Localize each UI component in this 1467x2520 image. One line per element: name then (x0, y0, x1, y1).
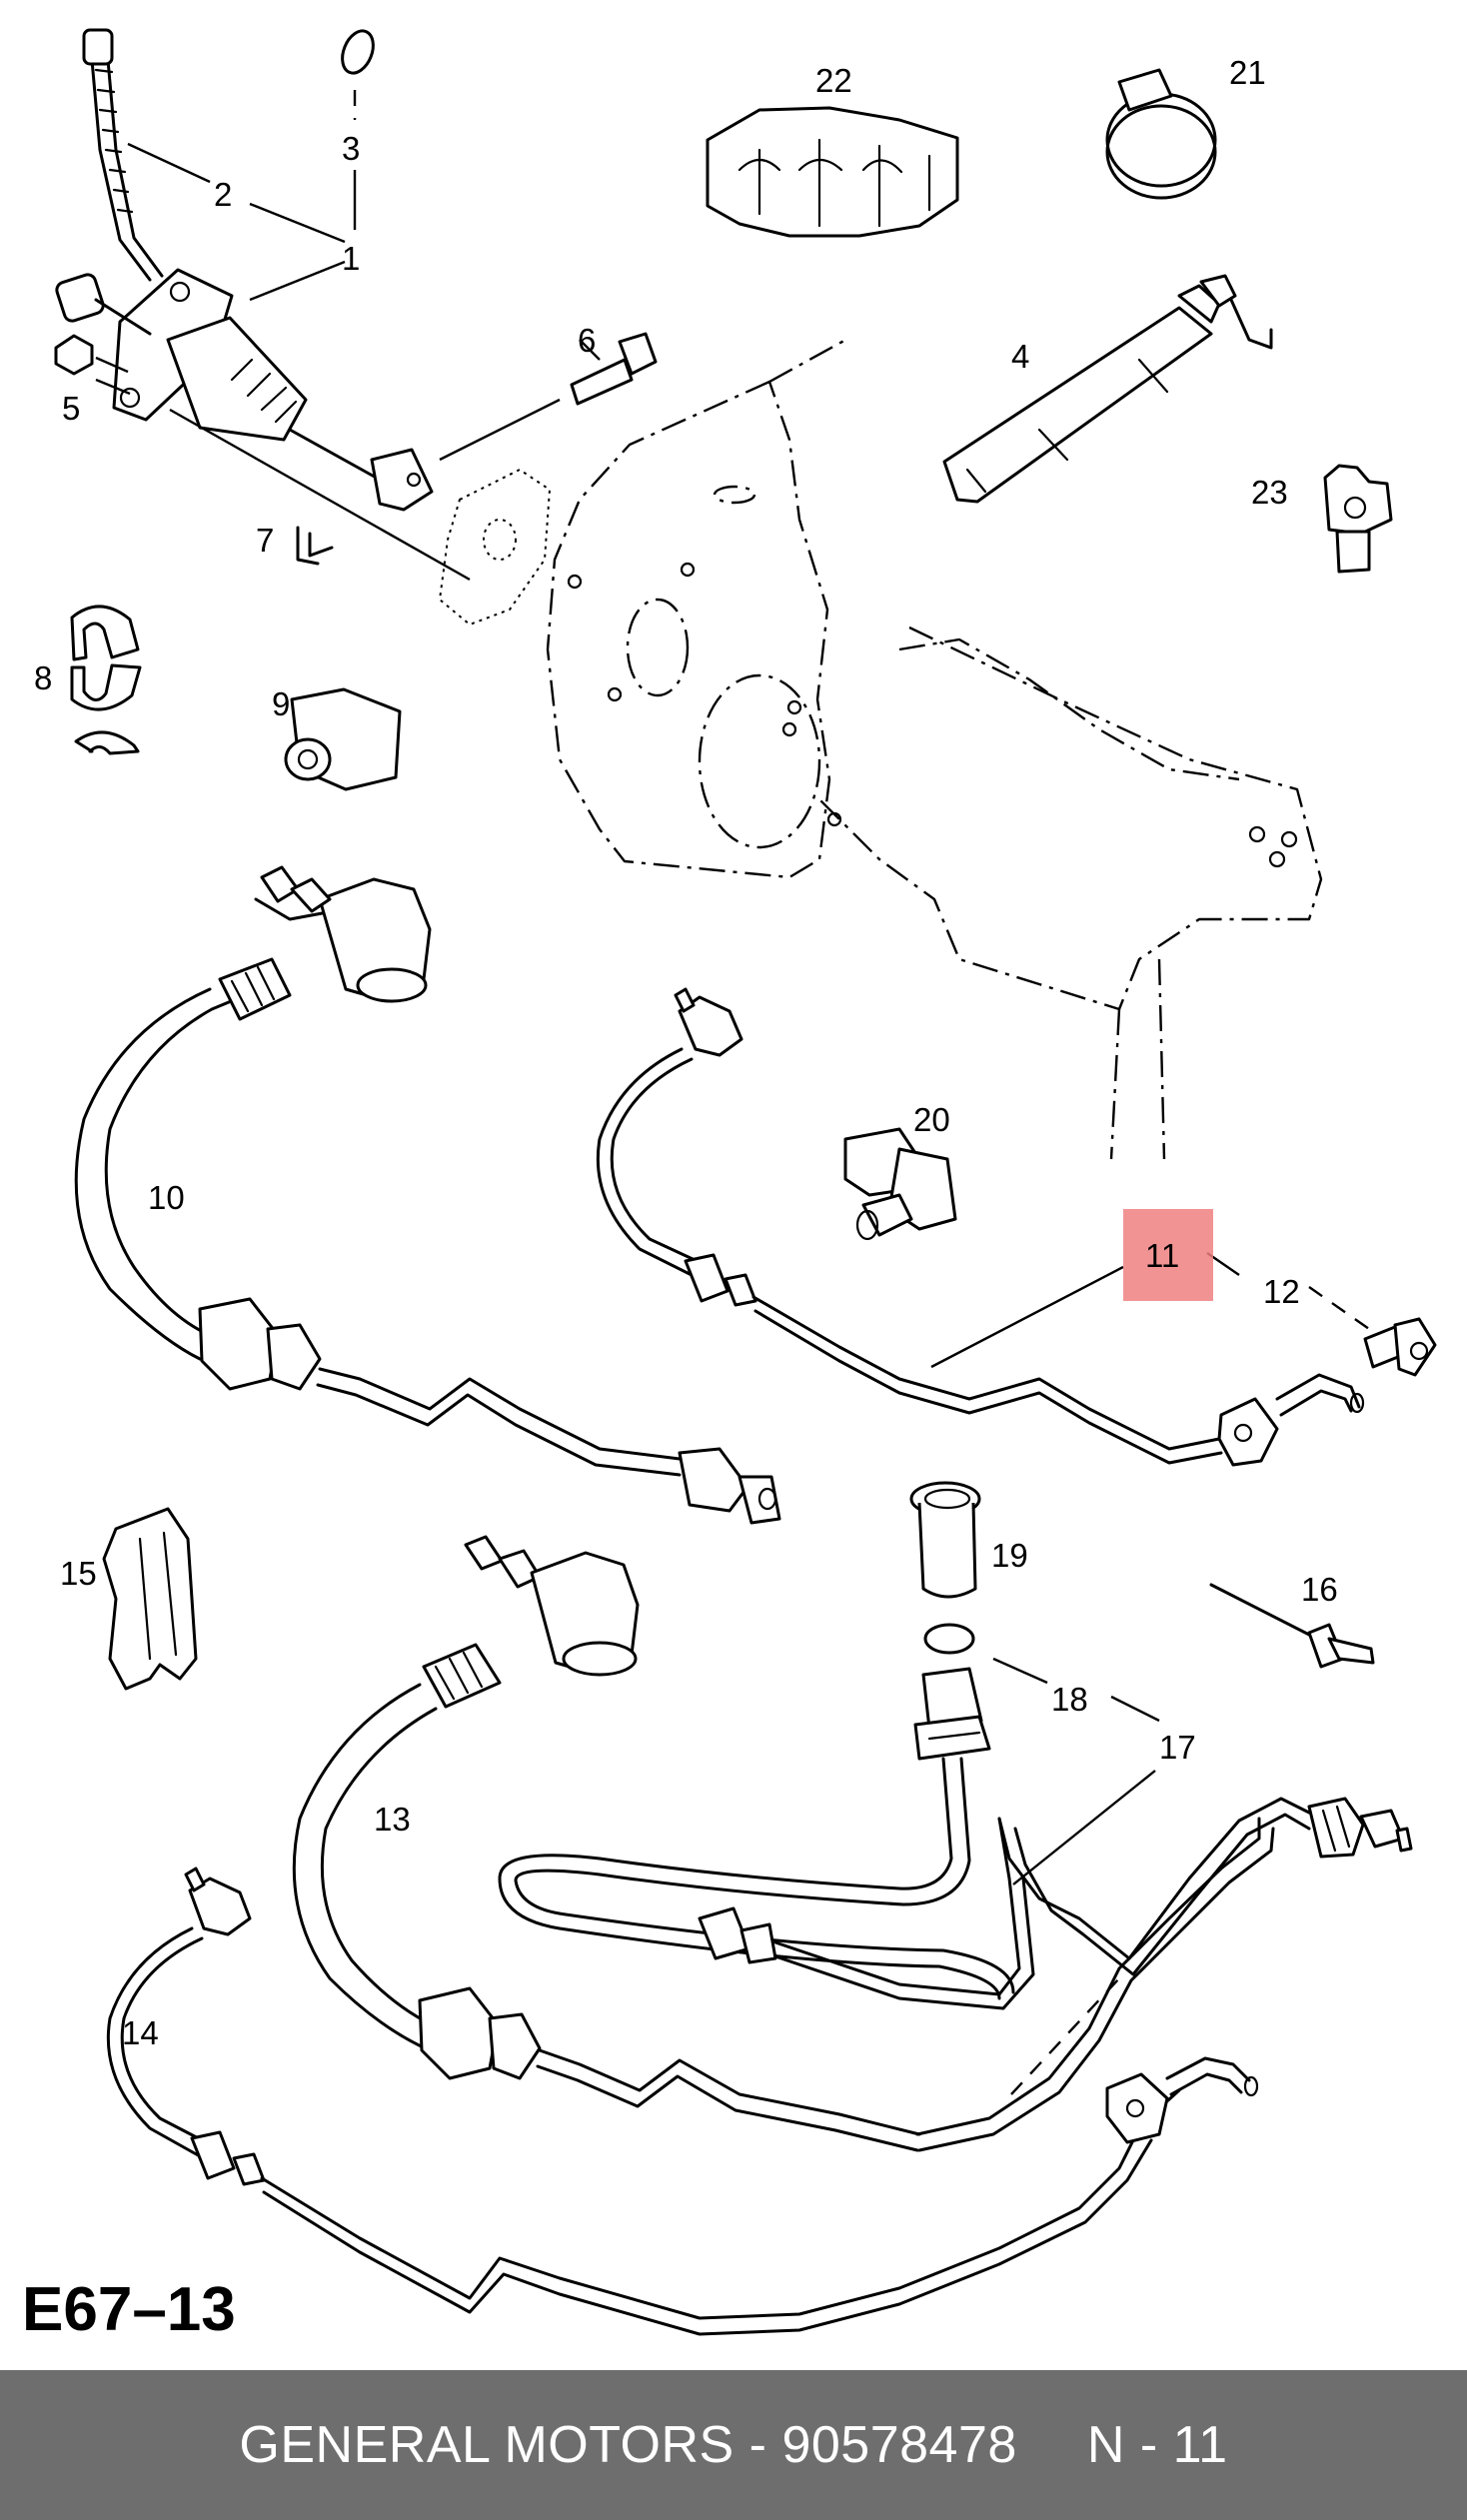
sleeve-part-19 (909, 1481, 981, 1599)
hose-part-10 (74, 865, 781, 1525)
callout-6: 6 (578, 322, 596, 359)
parts-diagram: 1 2 3 4 5 6 7 8 9 10 11 12 13 14 15 16 1… (22, 28, 1437, 2344)
footer-bar: GENERAL MOTORS - 90578478 N - 11 (0, 2370, 1467, 2520)
callout-15: 15 (60, 1555, 97, 1592)
diagram-code: E67–13 (22, 2275, 236, 2344)
callout-11: 11 (1145, 1237, 1179, 1274)
footer-separator: - (748, 2416, 767, 2474)
callout-9: 9 (272, 685, 290, 722)
o-ring-part-18 (923, 1623, 975, 1655)
pipe-part-17 (498, 1667, 1413, 2010)
callout-4: 4 (1011, 338, 1029, 375)
bolt-part-6 (570, 332, 658, 406)
callout-labels: 1 2 3 4 5 6 7 8 9 10 11 12 13 14 15 16 1… (34, 54, 1338, 2051)
callout-13: 13 (374, 1801, 411, 1838)
screw-part-12 (1363, 1317, 1437, 1377)
callout-highlight (1123, 1209, 1213, 1301)
callout-3: 3 (342, 130, 360, 167)
callout-21: 21 (1229, 54, 1266, 91)
callout-16: 16 (1301, 1571, 1338, 1608)
bracket-part-22 (706, 106, 959, 238)
master-cylinder (54, 28, 434, 512)
callout-22: 22 (815, 62, 852, 99)
callout-20: 20 (913, 1101, 950, 1138)
gasket (438, 468, 552, 627)
clamp-part-8 (70, 605, 142, 755)
callout-5: 5 (62, 390, 80, 427)
footer-part-number: 90578478 (781, 2416, 1017, 2474)
callout-23: 23 (1251, 474, 1288, 511)
bleed-valve-part-23 (1323, 464, 1393, 574)
clip-part-7 (296, 526, 334, 566)
callout-14: 14 (122, 2014, 159, 2051)
pipe-part-11 (596, 987, 1365, 1467)
footer-position-prefix: N (1086, 2416, 1125, 2474)
connector-part-20 (843, 1127, 957, 1241)
callout-2: 2 (214, 176, 232, 213)
leader-lines (95, 90, 1370, 2095)
callout-1: 1 (342, 240, 360, 277)
footer-position-number: 11 (1172, 2416, 1228, 2474)
engine-outline (546, 336, 1323, 1160)
footer-position-separator: - (1139, 2416, 1158, 2474)
callout-17: 17 (1159, 1729, 1196, 1766)
tube-part-4 (942, 274, 1273, 504)
clip-part-15 (102, 1507, 198, 1691)
callout-10: 10 (148, 1179, 185, 1216)
callout-8: 8 (34, 659, 52, 696)
hose-clamp-part-21 (1105, 68, 1217, 200)
rivet-part-16 (1209, 1583, 1375, 1669)
callout-18: 18 (1051, 1681, 1088, 1718)
hose-part-13 (292, 1535, 1275, 2152)
bracket-part-9 (284, 687, 402, 791)
callout-7: 7 (256, 522, 274, 559)
pipe-part-14 (106, 1867, 1259, 2336)
o-ring-part-3 (341, 29, 375, 75)
callout-12: 12 (1263, 1273, 1300, 1310)
footer-brand: GENERAL MOTORS (239, 2416, 734, 2474)
callout-19: 19 (991, 1537, 1028, 1574)
